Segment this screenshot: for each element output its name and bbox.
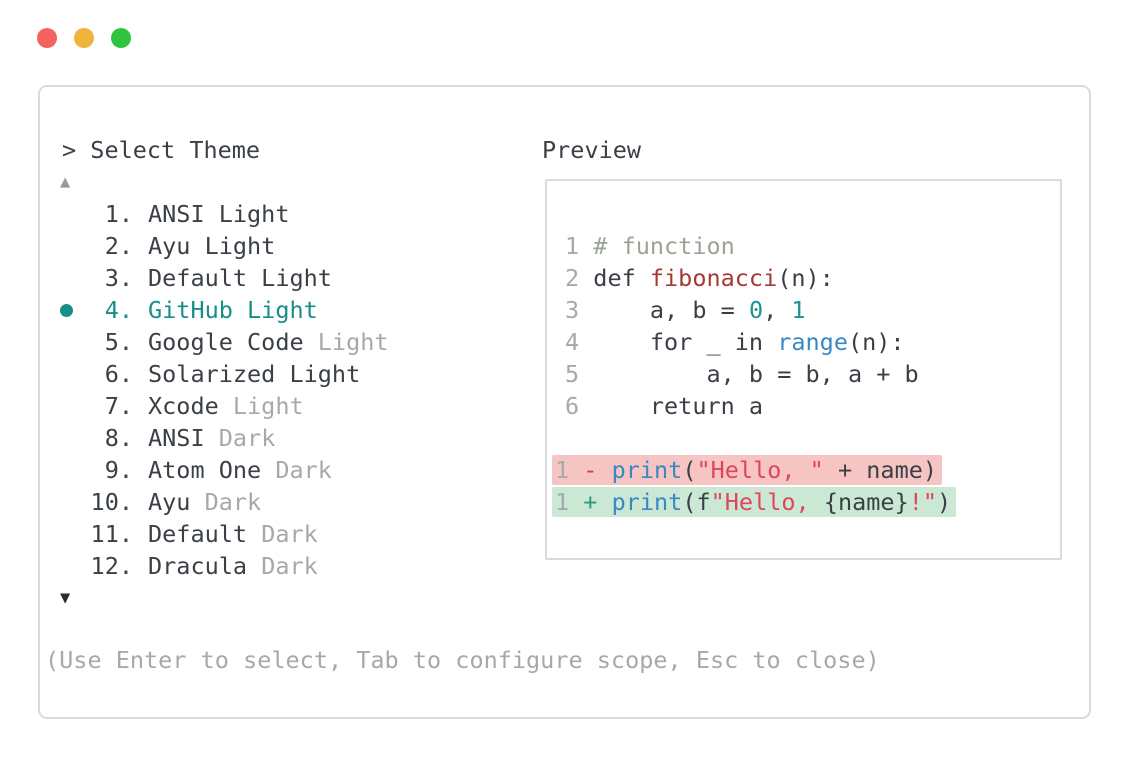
item-number: 6.	[104, 360, 133, 388]
item-number: 4.	[104, 296, 133, 324]
theme-list-item[interactable]: 5. Google Code Light	[40, 326, 540, 358]
close-button[interactable]	[37, 28, 57, 48]
item-label: Default Dark	[148, 520, 318, 548]
preview-label: Preview	[542, 136, 642, 164]
item-number: 9.	[104, 456, 133, 484]
select-theme-prompt: > Select Theme	[62, 136, 261, 164]
line-number: 1	[565, 232, 594, 260]
theme-list-item[interactable]: 7. Xcode Light	[40, 390, 540, 422]
theme-list-item[interactable]: 2. Ayu Light	[40, 230, 540, 262]
theme-list-item[interactable]: 10. Ayu Dark	[40, 486, 540, 518]
zoom-button[interactable]	[111, 28, 131, 48]
item-number: 12.	[90, 552, 133, 580]
item-label: Ayu Light	[148, 232, 276, 260]
diff-removed-line: 1 - print("Hello, " + name)	[552, 454, 1060, 486]
item-number: 3.	[104, 264, 133, 292]
theme-list-item[interactable]: 9. Atom One Dark	[40, 454, 540, 486]
preview-pane: 1 # function 2 def fibonacci(n): 3 a, b = …	[545, 179, 1062, 560]
code-line: 3 a, b = 0, 1	[565, 296, 806, 324]
window-controls	[37, 28, 131, 48]
item-label: ANSI Dark	[148, 424, 276, 452]
theme-list-item[interactable]: 6. Solarized Light	[40, 358, 540, 390]
minimize-button[interactable]	[74, 28, 94, 48]
line-number: 2	[565, 264, 594, 292]
code-line: 6 return a	[565, 392, 764, 420]
item-label: GitHub Light	[148, 296, 318, 324]
code-area: 1 # function 2 def fibonacci(n): 3 a, b = …	[552, 230, 1060, 518]
diff-added-line: 1 + print(f"Hello, {name}!")	[552, 486, 1060, 518]
theme-list-item[interactable]: 4. GitHub Light	[40, 294, 540, 326]
theme-selector-window: > Select Theme ▲ 1. ANSI Light 2. Ayu Light…	[38, 85, 1091, 719]
code-line: 2 def fibonacci(n):	[565, 264, 834, 292]
item-number: 1.	[104, 200, 133, 228]
item-label: Default Light	[148, 264, 332, 292]
item-label: Solarized Light	[148, 360, 361, 388]
line-number: 1	[555, 456, 584, 484]
item-label: ANSI Light	[148, 200, 290, 228]
item-label: Xcode Light	[148, 392, 304, 420]
line-number: 1	[555, 488, 584, 516]
help-text: (Use Enter to select, Tab to configure s…	[45, 646, 880, 674]
theme-list-item[interactable]: 11. Default Dark	[40, 518, 540, 550]
item-number: 11.	[90, 520, 133, 548]
item-label: Atom One Dark	[148, 456, 332, 484]
theme-list-item[interactable]: 12. Dracula Dark	[40, 550, 540, 582]
theme-list-item[interactable]: 3. Default Light	[40, 262, 540, 294]
line-number: 3	[565, 296, 594, 324]
line-number: 6	[565, 392, 594, 420]
item-label: Ayu Dark	[148, 488, 262, 516]
code-line: 4 for _ in range(n):	[565, 328, 905, 356]
item-number: 5.	[104, 328, 133, 356]
code-line: 5 a, b = b, a + b	[565, 360, 919, 388]
selected-bullet-icon	[60, 304, 73, 317]
item-label: Dracula Dark	[148, 552, 318, 580]
code-line: 1 # function	[565, 232, 735, 260]
theme-list-item[interactable]: 1. ANSI Light	[40, 198, 540, 230]
item-number: 2.	[104, 232, 133, 260]
scroll-up-indicator-icon[interactable]: ▲	[60, 172, 71, 192]
item-number: 8.	[104, 424, 133, 452]
scroll-down-indicator-icon[interactable]: ▼	[60, 588, 71, 608]
line-number: 5	[565, 360, 594, 388]
code-line	[565, 422, 1060, 454]
line-number: 4	[565, 328, 594, 356]
item-label: Google Code Light	[148, 328, 389, 356]
item-number: 7.	[104, 392, 133, 420]
theme-list-item[interactable]: 8. ANSI Dark	[40, 422, 540, 454]
item-number: 10.	[90, 488, 133, 516]
